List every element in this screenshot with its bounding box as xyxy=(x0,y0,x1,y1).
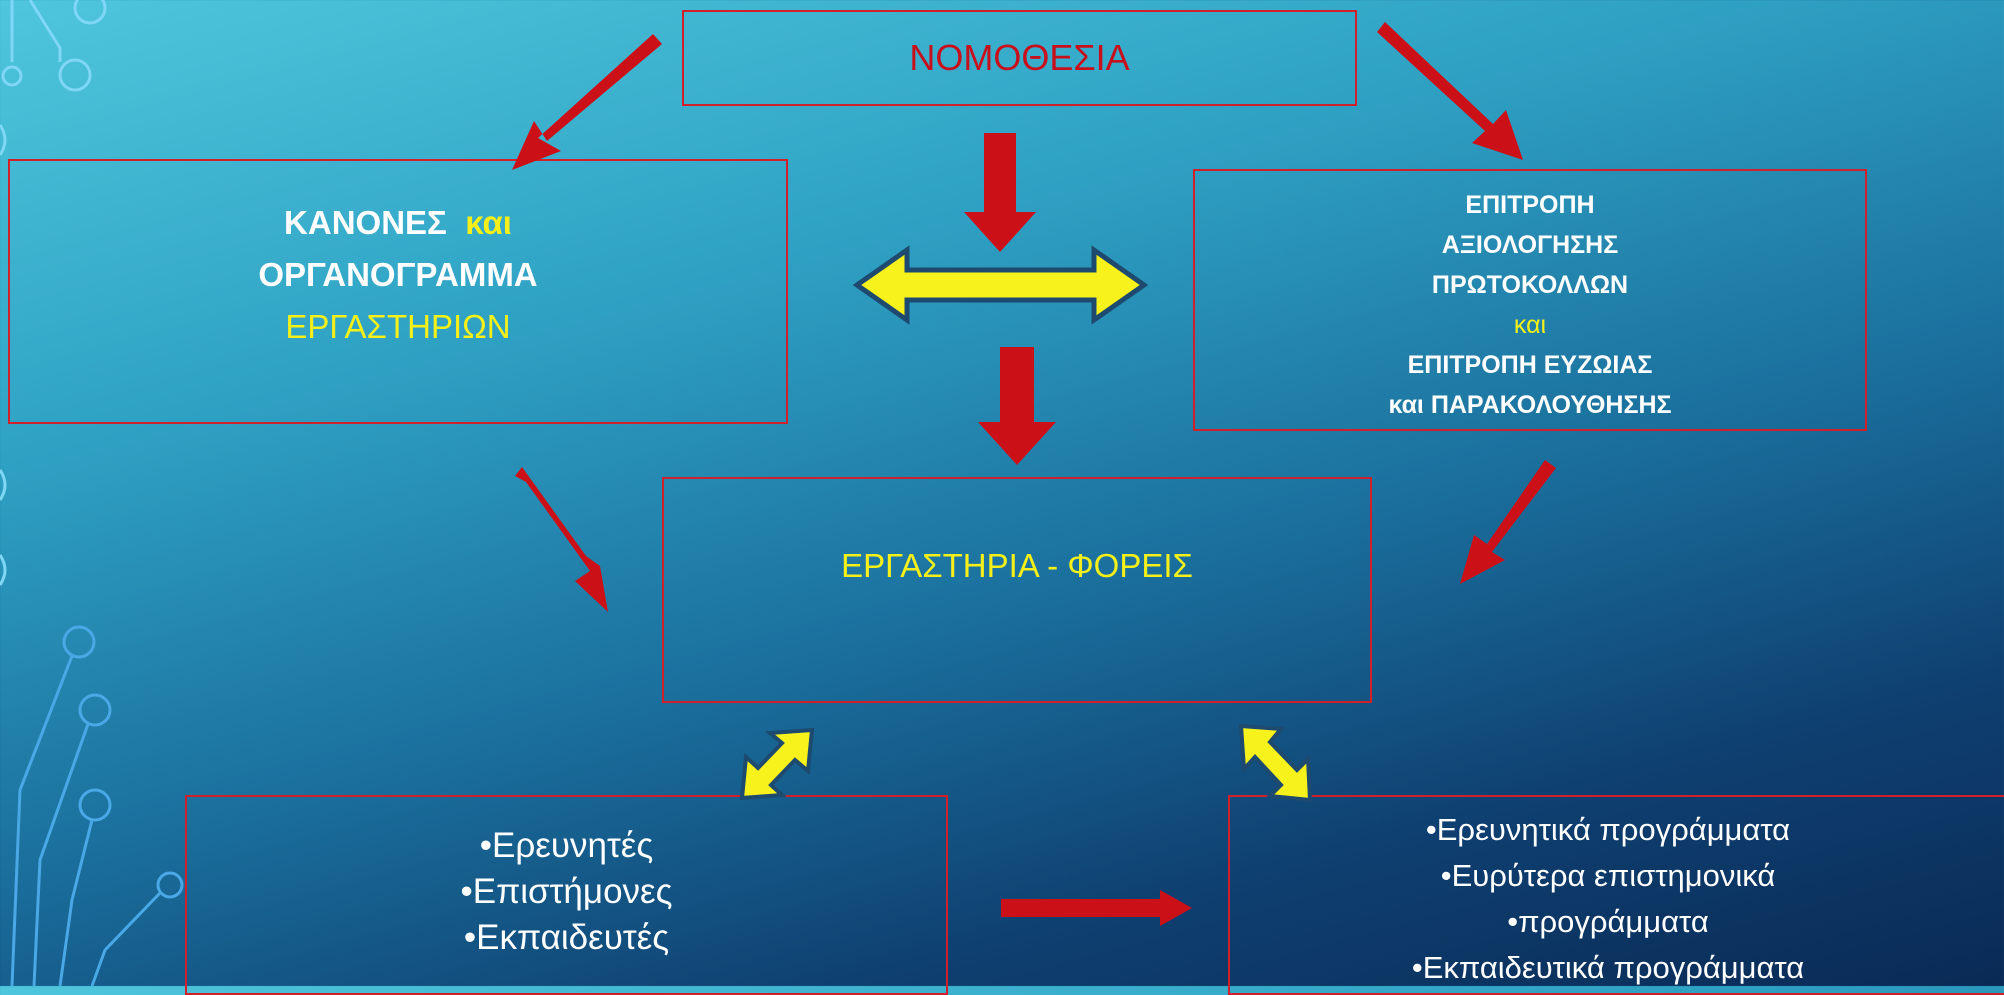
people-item-3: •Εκπαιδευτές xyxy=(463,918,670,957)
rules-line1: ΚΑΝΟΝΕΣ και xyxy=(284,197,512,249)
double-arrow-labs-programs xyxy=(1238,723,1313,803)
committee-line3: ΠΡΩΤΟΚΟΛΛΩΝ xyxy=(1431,271,1629,299)
committee-line5: ΕΠΙΤΡΟΠΗ ΕΥΖΩΙΑΣ xyxy=(1407,351,1653,379)
labs-label: ΕΡΓΑΣΤΗΡΙΑ - ΦΟΡΕΙΣ xyxy=(841,547,1193,584)
committee-line2: ΑΞΙΟΛΟΓΗΣΗΣ xyxy=(1441,231,1619,259)
rules-line2: ΟΡΓΑΝΟΓΡΑΜΜΑ xyxy=(258,256,538,293)
arrow-legislation-to-committee xyxy=(1377,22,1523,160)
rules-line3: ΕΡΓΑΣΤΗΡΙΩΝ xyxy=(285,308,511,345)
arrow-rules-to-labs xyxy=(515,467,608,612)
arrow-people-to-programs xyxy=(1001,890,1192,926)
committee-line1: ΕΠΙΤΡΟΠΗ xyxy=(1465,191,1595,219)
arrow-legislation-down xyxy=(964,133,1036,252)
arrow-center-to-labs xyxy=(978,347,1056,465)
legislation-box: ΝΟΜΟΘΕΣΙΑ xyxy=(682,10,1357,106)
people-item-1: •Ερευνητές xyxy=(479,826,654,865)
arrow-committee-to-labs xyxy=(1460,460,1556,584)
rules-and: και xyxy=(465,204,512,241)
legislation-label: ΝΟΜΟΘΕΣΙΑ xyxy=(909,37,1130,78)
programs-item-3: •προγράμματα xyxy=(1507,904,1709,939)
committee-box: ΕΠΙΤΡΟΠΗ ΑΞΙΟΛΟΓΗΣΗΣ ΠΡΩΤΟΚΟΛΛΩΝ και ΕΠΙ… xyxy=(1193,169,1867,431)
double-arrow-labs-people xyxy=(739,727,815,801)
rules-box: ΚΑΝΟΝΕΣ και ΟΡΓΑΝΟΓΡΑΜΜΑ ΕΡΓΑΣΤΗΡΙΩΝ xyxy=(8,159,788,424)
double-arrow-center xyxy=(852,245,1149,325)
programs-item-4: •Εκπαιδευτικά προγράμματα xyxy=(1411,950,1805,985)
rules-text-1: ΚΑΝΟΝΕΣ xyxy=(284,204,447,241)
committee-and: και xyxy=(1513,311,1547,339)
arrow-legislation-to-rules xyxy=(512,34,662,170)
programs-item-1: •Ερευνητικά προγράμματα xyxy=(1425,812,1791,847)
people-item-2: •Επιστήμονες xyxy=(460,872,673,911)
committee-line6: και ΠΑΡΑΚΟΛΟΥΘΗΣΗΣ xyxy=(1388,391,1672,419)
programs-item-2: •Ευρύτερα επιστημονικά xyxy=(1440,858,1776,893)
labs-box: ΕΡΓΑΣΤΗΡΙΑ - ΦΟΡΕΙΣ xyxy=(662,477,1372,703)
